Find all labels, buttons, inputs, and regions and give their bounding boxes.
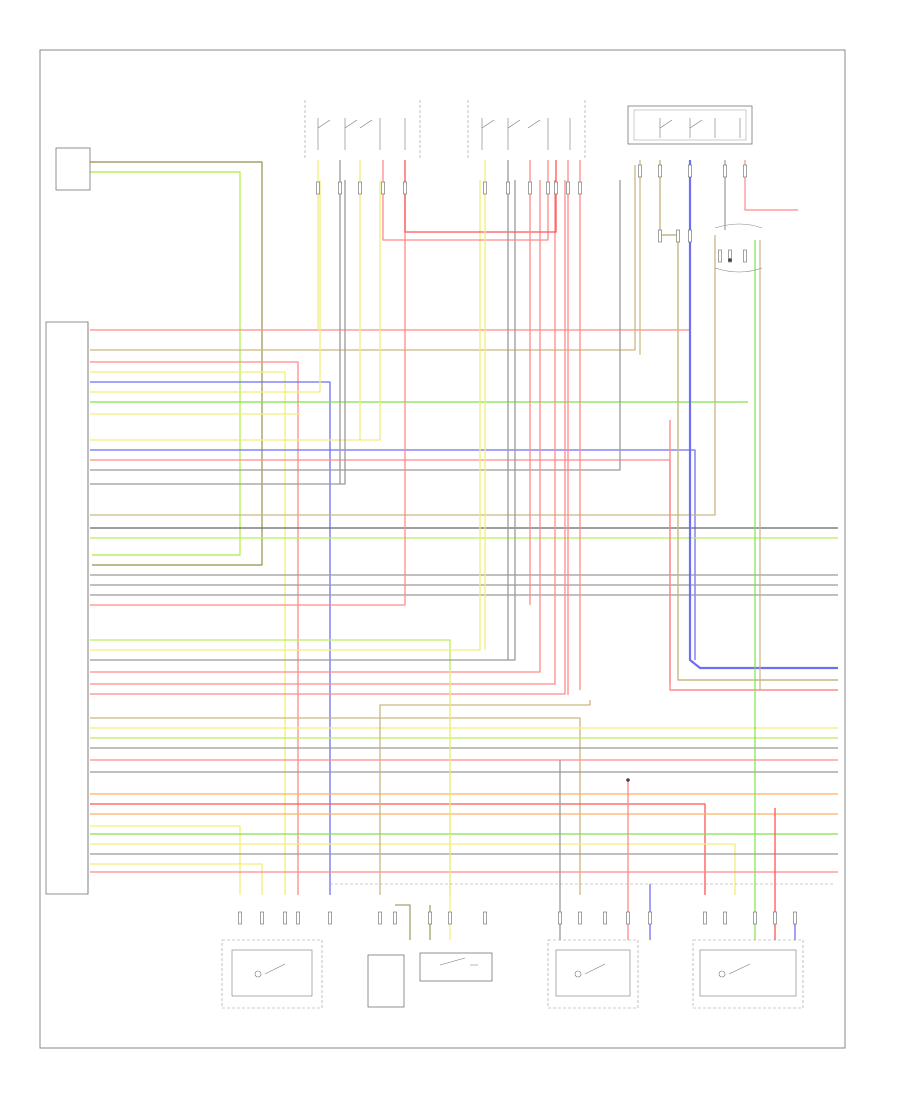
ts1-connector-0: [316, 181, 320, 195]
bm5-connector-3: [773, 911, 777, 925]
wire-row-37: [90, 843, 736, 895]
wire-row-20: [90, 639, 451, 895]
wire-right-red: [669, 420, 838, 691]
wire-row-4: [90, 381, 331, 895]
bottom-motor-5: [692, 939, 804, 1009]
splice-dot-0: [626, 778, 630, 782]
bm23-connector-1: [393, 911, 397, 925]
ts2-connector-6: [578, 181, 582, 195]
ts3-connector-2: [688, 164, 692, 178]
splice-connector-0: [718, 249, 722, 263]
wire-right-tan: [659, 160, 838, 681]
bm1-connector-3: [296, 911, 300, 925]
wire-row-21: [90, 180, 481, 651]
component-layer: [45, 100, 835, 1009]
wire-row-33: [90, 803, 706, 895]
ts3-connector-1: [658, 164, 662, 178]
top-switch-3: [627, 105, 753, 145]
bm4-connector-2: [603, 911, 607, 925]
splice-connector-1: [728, 249, 732, 263]
bm23-connector-4: [483, 911, 487, 925]
wire-row-2: [90, 361, 299, 895]
mid-connector-2: [688, 229, 692, 243]
wire-module-top-1: [90, 161, 263, 566]
top-switch-1: [304, 100, 421, 160]
splice-connector-2: [743, 249, 747, 263]
bottom-sensor-2: [367, 954, 405, 1008]
main-module: [45, 321, 89, 895]
wire-row-25: [90, 180, 566, 695]
wire-row-1: [90, 165, 636, 351]
ts3-connector-3: [723, 164, 727, 178]
wire-ts-cross-1: [382, 160, 549, 241]
wire-row-11: [90, 180, 621, 471]
bm5-connector-4: [793, 911, 797, 925]
ts1-connector-2: [358, 181, 362, 195]
wire-row-19: [90, 180, 406, 606]
wire-row-9: [90, 449, 696, 660]
ts3-connector-0: [638, 164, 642, 178]
wire-row-8: [90, 180, 381, 441]
bm1-connector-1: [260, 911, 264, 925]
wire-bottom-olive: [395, 904, 411, 940]
bm23-connector-3: [448, 911, 452, 925]
wire-right-blue: [688, 160, 838, 670]
wire-row-10: [90, 459, 671, 685]
bm5-connector-1: [723, 911, 727, 925]
bm23-connector-2: [428, 911, 432, 925]
bm5-connector-0: [703, 911, 707, 925]
wire-row-23: [90, 180, 541, 673]
ts1-connector-1: [338, 181, 342, 195]
wire-ts-cross-2: [404, 160, 557, 233]
ts2-connector-4: [554, 181, 558, 195]
wire-right-red-top: [744, 160, 798, 211]
bm23-connector-0: [378, 911, 382, 925]
ts1-connector-4: [403, 181, 407, 195]
splice: [714, 223, 763, 273]
wire-bottom-tan: [379, 700, 591, 895]
ts3-connector-4: [743, 164, 747, 178]
wire-row-35: [90, 825, 241, 895]
ts2-connector-2: [528, 181, 532, 195]
splice-dot-1: [728, 258, 732, 262]
top-switch-2: [467, 100, 586, 160]
bm4-connector-1: [578, 911, 582, 925]
ts2-connector-1: [506, 181, 510, 195]
wire-row-13: [90, 235, 716, 516]
wire-row-5: [90, 180, 321, 393]
mid-connector-0: [658, 229, 662, 243]
wire-row-3: [90, 371, 286, 895]
wire-row-12: [90, 180, 346, 485]
bm1-connector-4: [328, 911, 332, 925]
wire-layer: [90, 160, 838, 940]
bottom-motor-1: [221, 939, 323, 1009]
ts2-connector-0: [483, 181, 487, 195]
bm4-connector-3: [626, 911, 630, 925]
wire-module-top-2: [90, 171, 241, 556]
bm4-connector-0: [558, 911, 562, 925]
wire-row-24: [90, 180, 556, 685]
bottom-switch-3: [419, 952, 493, 982]
bm1-connector-0: [238, 911, 242, 925]
bm5-connector-2: [753, 911, 757, 925]
bottom-motor-4: [547, 939, 639, 1009]
ts1-connector-3: [381, 181, 385, 195]
bm4-connector-4: [648, 911, 652, 925]
mid-connector-1: [676, 229, 680, 243]
wire-row-39: [90, 863, 263, 895]
wire-row-0: [90, 180, 691, 331]
bm1-connector-2: [283, 911, 287, 925]
ts2-connector-5: [566, 181, 570, 195]
ts2-connector-3: [546, 181, 550, 195]
diagram-border: [39, 49, 846, 1049]
wire-row-22: [90, 180, 516, 661]
module-left-top: [55, 147, 91, 191]
wire-row-26: [90, 717, 581, 895]
